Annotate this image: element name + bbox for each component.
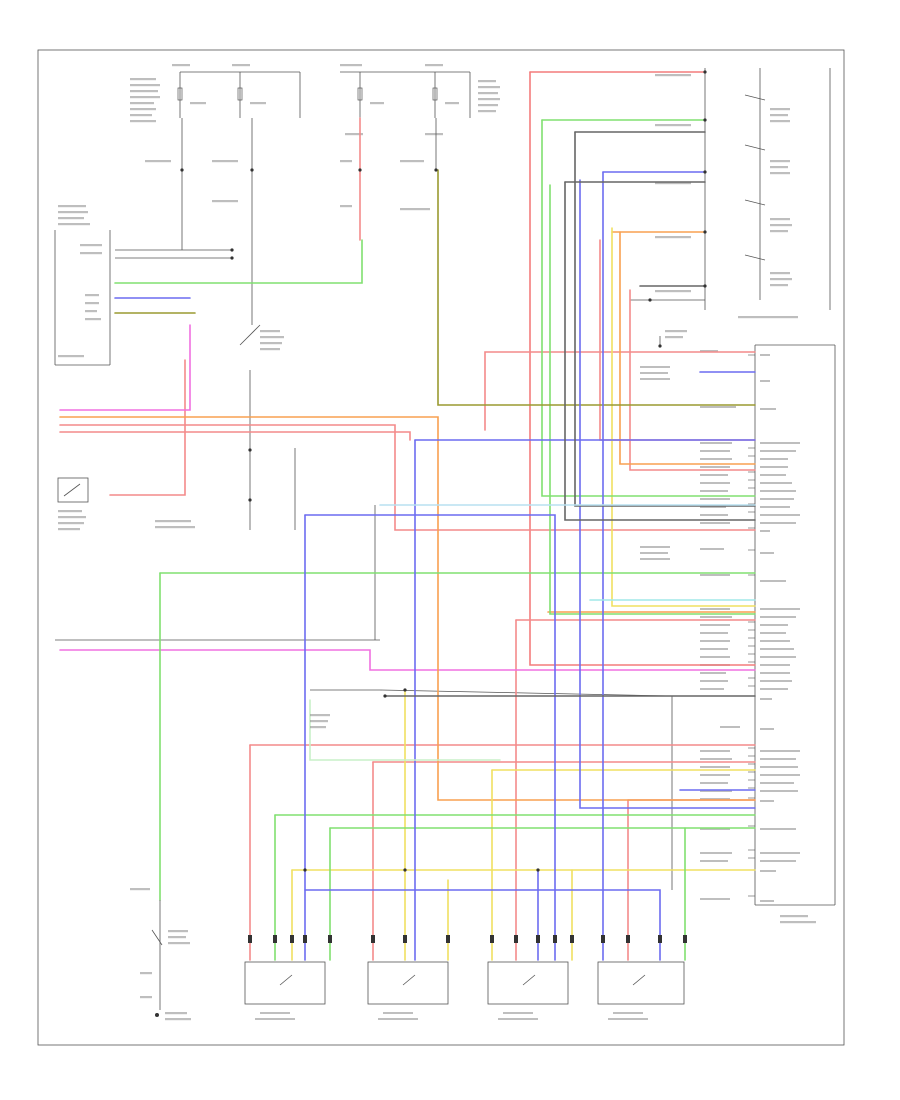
wire-yellow-4 [611, 227, 756, 607]
control-unit [54, 205, 111, 366]
buckle-switch [57, 477, 89, 531]
gray-wires [55, 118, 673, 890]
fuse-2 [237, 87, 243, 101]
fuse-3 [357, 87, 363, 101]
wire-orange-3 [619, 231, 756, 465]
motor-3 [487, 961, 569, 1020]
main-connector [640, 344, 836, 924]
wire-magenta-1 [59, 324, 191, 411]
wire-blue-3 [304, 514, 556, 961]
fuse-bus [179, 71, 471, 118]
wire-green-1 [114, 239, 363, 284]
motor-4 [597, 961, 685, 1020]
wire-magenta-2 [59, 649, 756, 671]
ground-center [155, 324, 687, 729]
wire-blue-7 [304, 889, 661, 961]
wire-dark-4 [574, 131, 756, 507]
seat-belt-buckle [130, 888, 191, 1021]
wire-red-main [599, 239, 756, 441]
motor-1 [244, 961, 326, 1020]
wire-red-switch [629, 289, 756, 471]
wire-green-6 [549, 184, 756, 615]
motor-2 [367, 961, 449, 1020]
wire-red-horizontal-1 [59, 424, 756, 531]
wire-red-upper-loop [484, 351, 756, 431]
diagram-frame [37, 49, 845, 1046]
colored-wires [59, 71, 756, 961]
motor-connectors [248, 935, 687, 943]
wire-dark-2 [564, 181, 756, 521]
wire-red-feed-1 [109, 359, 186, 496]
wire-red-right-vertical [529, 71, 756, 666]
wire-olive-1 [437, 169, 756, 406]
switch-panel [630, 68, 831, 319]
fuse-4 [432, 87, 438, 101]
junction-dots [180, 70, 707, 872]
wire-blue-8 [579, 179, 756, 809]
fuse-1 [177, 87, 183, 101]
wire-green-5 [541, 119, 756, 497]
wire-red-horizontal-2 [59, 431, 411, 441]
label-blocks-top [130, 64, 500, 211]
wire-orange-1 [59, 416, 756, 801]
